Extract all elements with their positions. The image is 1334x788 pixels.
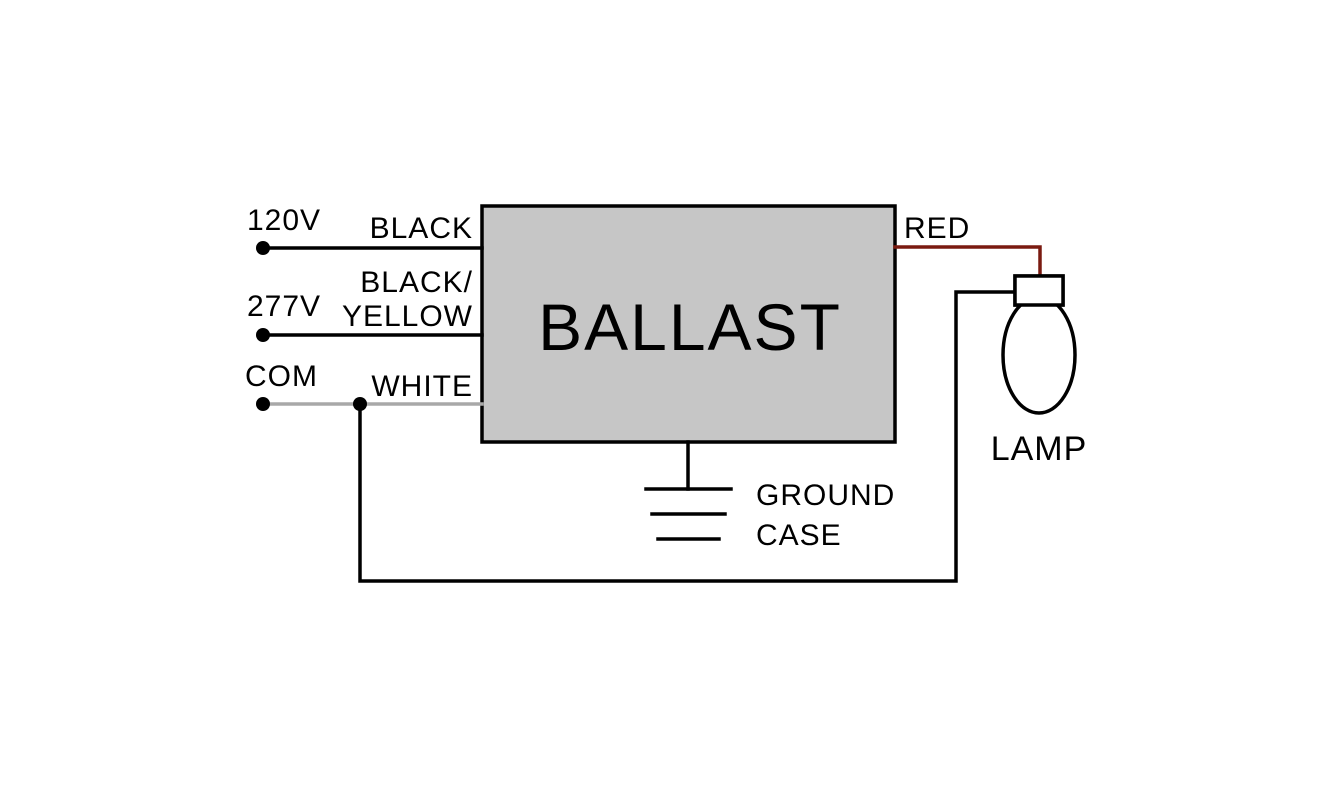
red-wire [893,245,1042,278]
ballast-label: BALLAST [538,290,842,364]
lamp-bulb [1001,295,1077,415]
lamp-socket-cover [1013,274,1065,307]
black-yellow-wire-label-line1: BLACK/ [360,266,473,299]
terminal-120v-label: 120V [247,204,321,237]
black-wire-label: BLACK [370,212,473,245]
ground-symbol [644,440,733,541]
terminal-277v-label: 277V [247,290,321,323]
ground-label-line1: GROUND [756,479,895,512]
red-wire-label: RED [904,212,970,245]
lamp-label: LAMP [991,430,1088,468]
terminal-120v [256,241,270,255]
white-wire-label: WHITE [371,370,473,403]
terminal-com-label: COM [245,360,318,393]
terminal-277v [256,328,270,342]
common-return-wire [358,290,1017,583]
black-yellow-wire-label-line2: YELLOW [342,300,473,333]
ballast-box [480,204,897,444]
ground-label-line2: CASE [756,519,842,552]
terminal-com [256,397,270,411]
